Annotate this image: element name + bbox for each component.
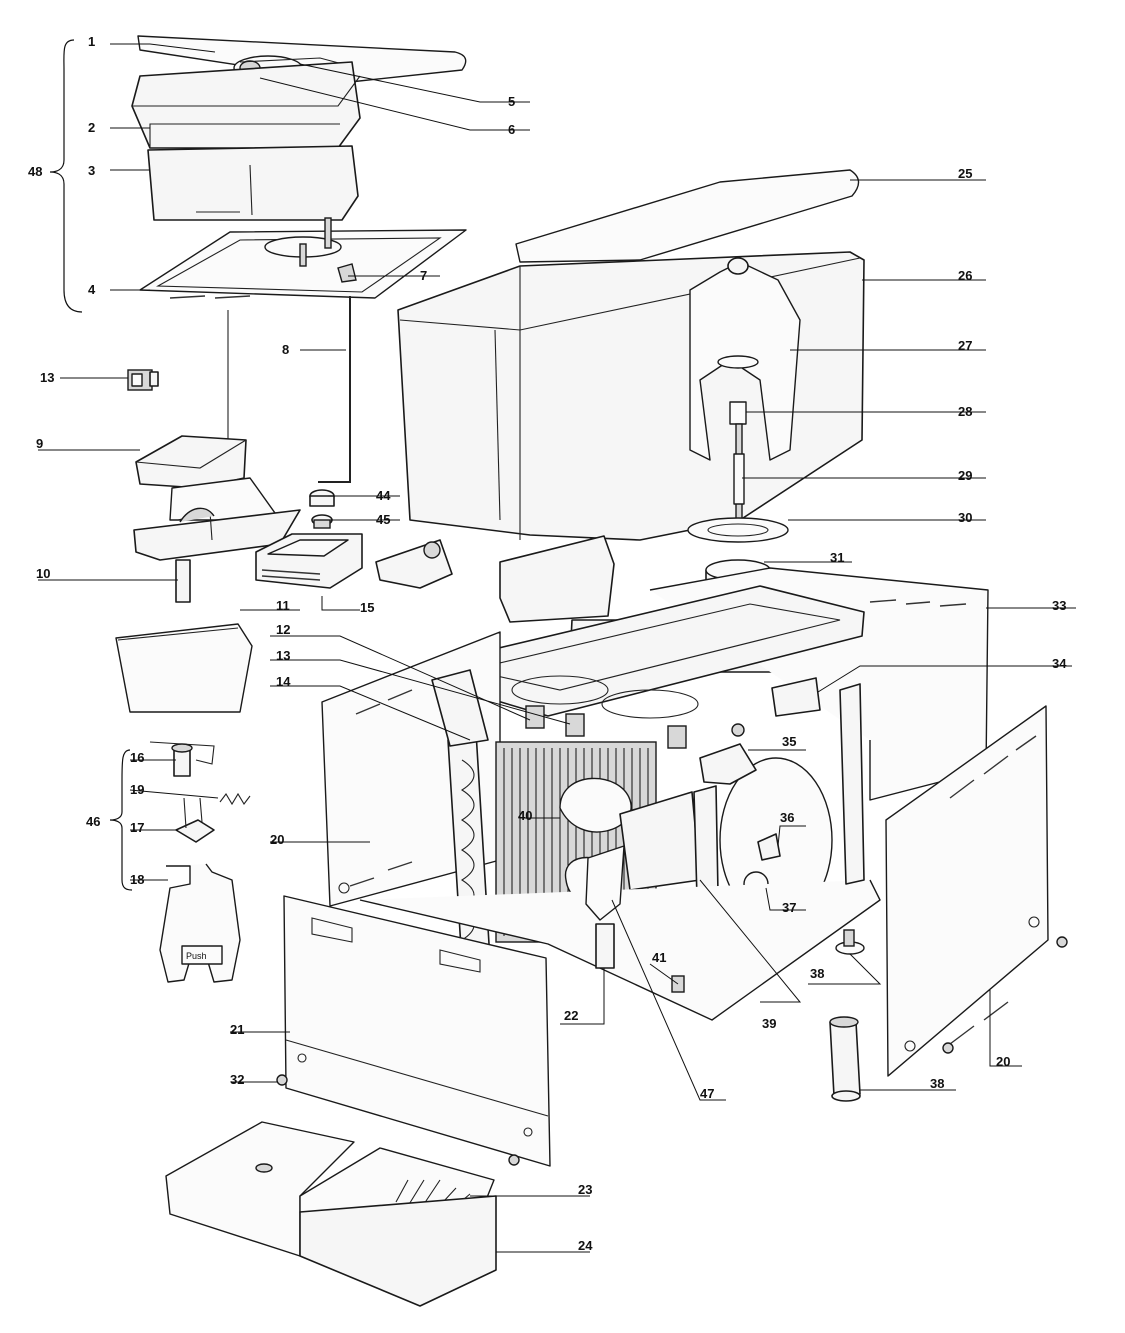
part-22-drain xyxy=(585,845,625,921)
part-13-switch xyxy=(565,713,585,737)
part-35-relay xyxy=(699,743,757,785)
part-44-knob xyxy=(309,489,335,507)
part-38-foot xyxy=(835,929,865,955)
part-18-drip-tray-handle: Push xyxy=(159,863,241,983)
callout-8: 8 xyxy=(282,342,289,357)
callout-14: 14 xyxy=(276,674,291,689)
lid-assembly xyxy=(131,35,467,299)
callout-4: 4 xyxy=(88,282,96,297)
callout-17: 17 xyxy=(130,820,144,835)
part-17-lever xyxy=(175,797,215,843)
callout-23: 23 xyxy=(578,1182,592,1197)
callout-25: 25 xyxy=(958,166,972,181)
part-16-tap-valve xyxy=(149,741,215,777)
callout-41: 41 xyxy=(652,950,666,965)
screw xyxy=(1056,936,1068,948)
callout-38-foot: 38 xyxy=(810,966,824,981)
callout-15: 15 xyxy=(360,600,374,615)
part-36-thermal-protector xyxy=(757,833,781,861)
callout-1: 1 xyxy=(88,34,95,49)
callout-9: 9 xyxy=(36,436,43,451)
callout-48: 48 xyxy=(28,164,42,179)
part-28-coupling xyxy=(729,401,747,425)
callout-16: 16 xyxy=(130,750,144,765)
part-10-tap-assembly xyxy=(133,507,301,603)
callout-44: 44 xyxy=(376,488,391,503)
callout-5: 5 xyxy=(508,94,515,109)
callout-6: 6 xyxy=(508,122,515,137)
part-7-clip xyxy=(337,263,357,283)
part-13-rocker-switch xyxy=(127,369,159,391)
callout-34: 34 xyxy=(1052,656,1067,671)
part-13-switch-b xyxy=(667,725,687,749)
part-3-housing-cover xyxy=(147,145,359,221)
callout-28: 28 xyxy=(958,404,972,419)
part-21-front-panel xyxy=(283,895,551,1167)
part-15-transformer xyxy=(255,533,363,589)
callout-29: 29 xyxy=(958,468,972,483)
part-34-relay xyxy=(771,677,821,717)
callout-26: 26 xyxy=(958,268,972,283)
part-25-bowl-lid xyxy=(515,169,860,263)
callout-20-left: 20 xyxy=(270,832,284,847)
callout-30: 30 xyxy=(958,510,972,525)
part-20-right-side-panel xyxy=(885,705,1049,1077)
callout-21: 21 xyxy=(230,1022,244,1037)
callout-20-right: 20 xyxy=(996,1054,1010,1069)
callout-32: 32 xyxy=(230,1072,244,1087)
callout-12: 12 xyxy=(276,622,290,637)
screw xyxy=(942,1042,954,1054)
part-19-spring xyxy=(219,792,251,806)
callout-2: 2 xyxy=(88,120,95,135)
callout-19: 19 xyxy=(130,782,144,797)
callout-31: 31 xyxy=(830,550,844,565)
chassis-base xyxy=(359,879,881,1021)
part-8-rod xyxy=(318,296,351,483)
drip-tray-push-label: Push xyxy=(186,951,207,961)
part-23-24-drip-tray xyxy=(165,1121,497,1307)
part-40-fan xyxy=(559,777,632,833)
callout-18: 18 xyxy=(130,872,144,887)
callout-33: 33 xyxy=(1052,598,1066,613)
callout-27: 27 xyxy=(958,338,972,353)
callout-11: 11 xyxy=(276,598,290,613)
callout-36: 36 xyxy=(780,810,794,825)
callout-22: 22 xyxy=(564,1008,578,1023)
part-45-grommet xyxy=(311,514,333,529)
callout-35: 35 xyxy=(782,734,796,749)
callout-labels: 1 2 3 4 5 6 7 8 9 10 11 12 13 13 14 15 1… xyxy=(28,34,1067,1253)
callout-38-leg: 38 xyxy=(930,1076,944,1091)
callout-37: 37 xyxy=(782,900,796,915)
part-30-gasket xyxy=(687,517,789,543)
callout-24: 24 xyxy=(578,1238,593,1253)
callout-7: 7 xyxy=(420,268,427,283)
callout-47: 47 xyxy=(700,1086,714,1101)
part-38-leg xyxy=(829,1016,861,1102)
callout-46: 46 xyxy=(86,814,100,829)
callout-39: 39 xyxy=(762,1016,776,1031)
callout-13-frame: 13 xyxy=(276,648,290,663)
callout-45: 45 xyxy=(376,512,390,527)
screw xyxy=(508,1154,520,1166)
part-12-switch xyxy=(525,705,545,729)
callout-3: 3 xyxy=(88,163,95,178)
part-11-drip-shield xyxy=(115,623,253,713)
callout-10: 10 xyxy=(36,566,50,581)
part-9-control-box xyxy=(135,435,281,521)
callout-40: 40 xyxy=(518,808,532,823)
part-2-light-housing xyxy=(131,61,361,149)
part-32-screw xyxy=(276,1074,288,1086)
leader-lines xyxy=(38,39,1076,1253)
callout-13-left: 13 xyxy=(40,370,54,385)
part-24-drip-tray-base xyxy=(299,1195,497,1307)
